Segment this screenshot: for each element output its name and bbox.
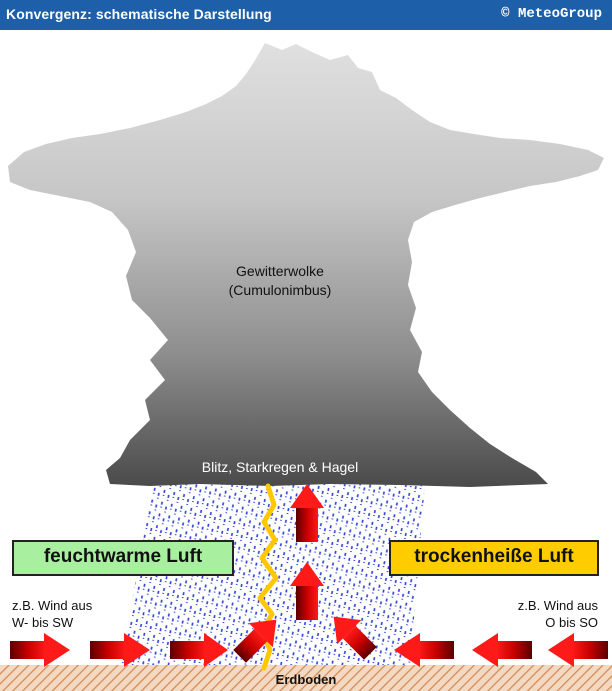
storm-label: Blitz, Starkregen & Hagel	[201, 459, 359, 475]
wind-arrow-left-2	[90, 633, 150, 667]
diagonal-arrow-right	[333, 616, 377, 660]
warm-air-box: feuchtwarme Luft	[12, 540, 234, 576]
rising-arrow-upper	[290, 484, 324, 542]
wind-left-line1: z.B. Wind aus	[12, 598, 93, 613]
wind-arrow-right-2	[472, 633, 532, 667]
cumulonimbus-cloud	[8, 43, 604, 487]
wind-right-line1: z.B. Wind aus	[517, 598, 598, 613]
wind-right-label: z.B. Wind aus O bis SO	[440, 597, 598, 631]
dry-air-box: trockenheiße Luft	[389, 540, 599, 576]
cloud-label-line2: (Cumulonimbus)	[228, 282, 332, 298]
diagonal-arrow-left	[233, 619, 277, 663]
wind-right-line2: O bis SO	[545, 615, 598, 630]
ground-strip	[0, 665, 612, 691]
convergence-scene	[0, 43, 612, 691]
cloud-label-line1: Gewitterwolke	[236, 263, 324, 279]
rising-arrow-middle	[290, 562, 324, 620]
ground-label: Erdboden	[275, 672, 337, 687]
header-bar: Konvergenz: schematische Darstellung © M…	[0, 0, 612, 30]
wind-arrow-left-1	[10, 633, 70, 667]
wind-arrow-right-1	[394, 633, 454, 667]
page-title: Konvergenz: schematische Darstellung	[6, 6, 272, 22]
wind-left-line2: W- bis SW	[12, 615, 74, 630]
wind-arrow-right-3	[548, 633, 608, 667]
wind-arrow-left-3	[170, 633, 228, 667]
cloud-label: Gewitterwolke (Cumulonimbus)	[180, 262, 380, 300]
copyright-notice: © MeteoGroup	[501, 6, 602, 22]
wind-left-label: z.B. Wind aus W- bis SW	[12, 597, 152, 631]
